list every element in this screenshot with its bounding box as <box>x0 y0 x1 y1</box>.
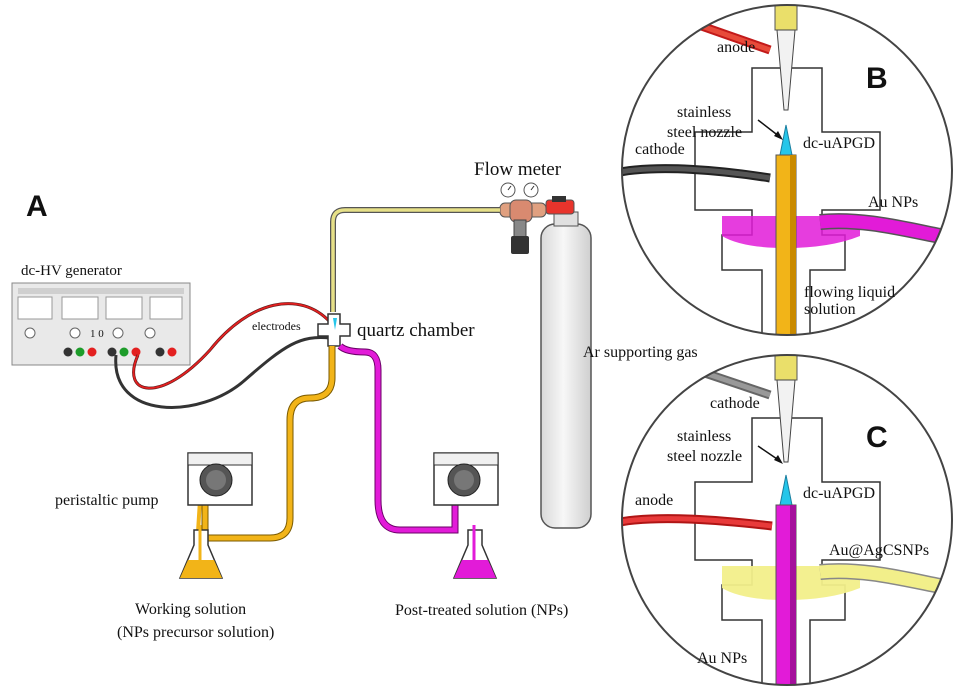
label-b-au-nps: Au NPs <box>868 194 918 211</box>
label-generator: dc-HV generator <box>21 263 122 279</box>
label-b-cathode: cathode <box>635 141 685 158</box>
label-working-solution-sub: (NPs precursor solution) <box>117 624 274 641</box>
panel-b: B anode stainless steel nozzle cathode d… <box>621 4 953 336</box>
orange-feed-tube <box>201 346 336 542</box>
label-b-solution: solution <box>804 301 856 318</box>
label-c-cathode: cathode <box>710 395 760 412</box>
label-working-solution: Working solution <box>135 601 246 618</box>
label-flow-meter: Flow meter <box>474 159 562 180</box>
label-peristaltic-pump: peristaltic pump <box>55 492 159 509</box>
cathode-wire <box>114 336 331 409</box>
label-b-stainless: stainless <box>677 104 731 121</box>
post-treated-flask <box>452 525 498 579</box>
hv-generator: 1 0 <box>11 282 191 366</box>
label-c-steel-nozzle: steel nozzle <box>667 448 742 465</box>
panel-b-letter: B <box>866 62 888 95</box>
label-c-discharge: dc-uAPGD <box>803 485 875 502</box>
label-b-steel-nozzle: steel nozzle <box>667 124 742 141</box>
gas-cylinder <box>540 196 592 529</box>
panel-c: C cathode stainless steel nozzle anode d… <box>621 354 953 686</box>
generator-display: 1 0 <box>90 328 104 340</box>
flow-meter-regulator <box>499 182 547 254</box>
gas-tube <box>330 207 500 312</box>
label-c-anode: anode <box>635 492 673 509</box>
label-c-stainless: stainless <box>677 428 731 445</box>
panel-a: A <box>11 159 698 641</box>
peristaltic-pump-left <box>187 452 253 506</box>
label-c-feed: Au NPs <box>697 650 747 667</box>
working-solution-flask <box>178 525 224 579</box>
label-c-product: Au@AgCSNPs <box>829 542 929 559</box>
label-ar-gas: Ar supporting gas <box>583 344 698 361</box>
panel-c-letter: C <box>866 421 888 454</box>
panel-a-letter: A <box>26 190 48 223</box>
label-quartz-chamber: quartz chamber <box>357 320 475 341</box>
quartz-chamber <box>317 313 351 347</box>
label-electrodes: electrodes <box>252 319 301 333</box>
peristaltic-pump-right <box>433 452 499 506</box>
label-b-anode: anode <box>717 39 755 56</box>
label-post-treated: Post-treated solution (NPs) <box>395 602 568 619</box>
label-b-flowing-liquid: flowing liquid <box>804 284 895 301</box>
label-b-discharge: dc-uAPGD <box>803 135 875 152</box>
